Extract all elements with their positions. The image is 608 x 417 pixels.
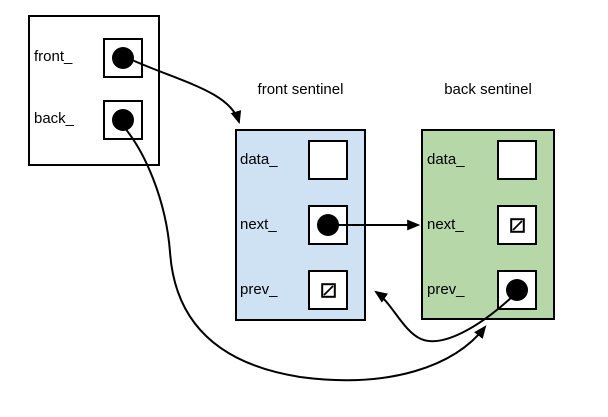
back-pointer-cell: [103, 100, 143, 140]
back-sentinel-next-label: next_: [427, 216, 464, 233]
front-sentinel-title: front sentinel: [257, 81, 344, 98]
front-sentinel-data-label: data_: [240, 151, 278, 168]
back-sentinel-title: back sentinel: [444, 81, 532, 98]
pointer-dot-icon: [112, 109, 134, 131]
front-sentinel-next-cell: [308, 205, 348, 245]
back-sentinel-next-cell: [497, 205, 537, 245]
back-sentinel-prev-cell: [497, 270, 537, 310]
front-sentinel-data-cell: [308, 140, 348, 180]
back-sentinel-prev-label: prev_: [427, 281, 465, 298]
front-sentinel-next-label: next_: [240, 216, 277, 233]
front-sentinel-prev-label: prev_: [240, 281, 278, 298]
pointer-dot-icon: [317, 214, 339, 236]
back-sentinel-data-label: data_: [427, 151, 465, 168]
null-icon: [320, 282, 336, 298]
pointer-dot-icon: [506, 279, 528, 301]
front-sentinel-prev-cell: [308, 270, 348, 310]
back-sentinel-data-cell: [497, 140, 537, 180]
pointer-dot-icon: [112, 47, 134, 69]
null-icon: [509, 217, 525, 233]
front-pointer-cell: [103, 38, 143, 78]
back-pointer-label: back_: [34, 110, 75, 127]
front-pointer-label: front_: [34, 48, 73, 65]
